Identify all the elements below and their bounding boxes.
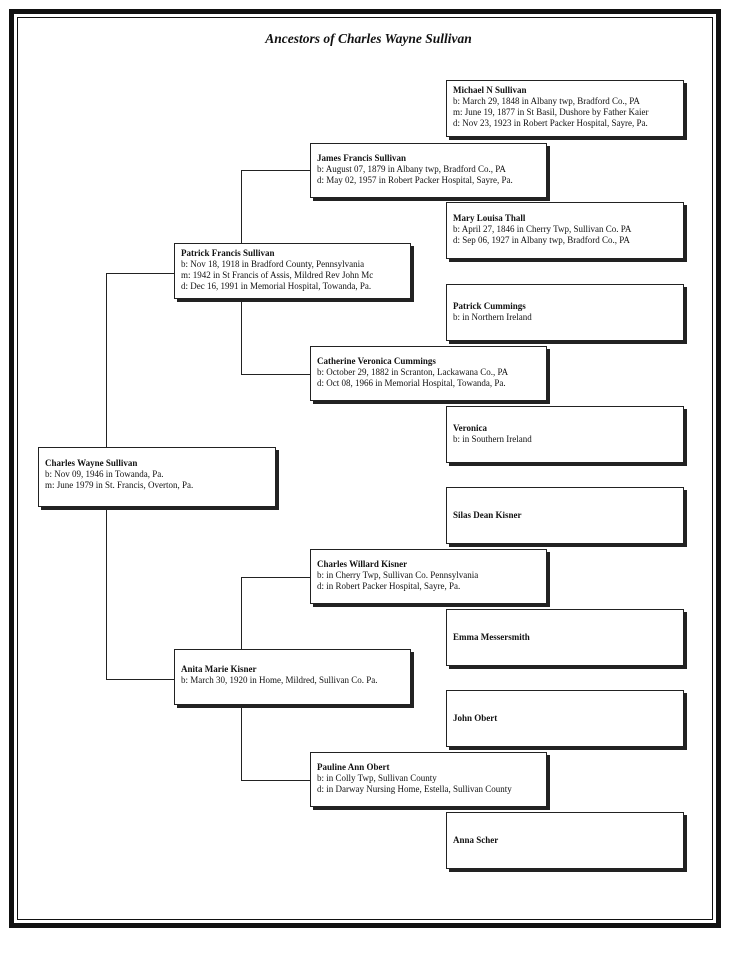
connector xyxy=(241,374,310,375)
person-name: Catherine Veronica Cummings xyxy=(317,356,436,366)
inner-frame xyxy=(17,17,713,920)
chart-title: Ancestors of Charles Wayne Sullivan xyxy=(265,31,472,46)
person-box-emma-messersmith[interactable]: Emma Messersmith xyxy=(446,609,684,666)
person-box-charles-willard-kisner[interactable]: Charles Willard Kisner b: in Cherry Twp,… xyxy=(310,549,547,604)
connector xyxy=(241,577,310,578)
person-name: John Obert xyxy=(453,713,498,723)
person-detail: m: June 1979 in St. Francis, Overton, Pa… xyxy=(45,480,194,490)
person-detail: d: Sep 06, 1927 in Albany twp, Bradford … xyxy=(453,235,630,245)
person-name: Pauline Ann Obert xyxy=(317,762,390,772)
connector xyxy=(106,273,174,274)
person-detail: b: in Cherry Twp, Sullivan Co. Pennsylva… xyxy=(317,570,479,580)
person-detail: m: 1942 in St Francis of Assis, Mildred … xyxy=(181,270,374,280)
person-name: Michael N Sullivan xyxy=(453,85,527,95)
person-name: Anita Marie Kisner xyxy=(181,664,257,674)
person-detail: d: in Darway Nursing Home, Estella, Sull… xyxy=(317,784,512,794)
person-name: James Francis Sullivan xyxy=(317,153,407,163)
person-detail: d: Dec 16, 1991 in Memorial Hospital, To… xyxy=(181,281,372,291)
person-box-pauline-ann-obert[interactable]: Pauline Ann Obert b: in Colly Twp, Sulli… xyxy=(310,752,547,807)
outer-frame xyxy=(9,9,721,928)
person-detail: d: Oct 08, 1966 in Memorial Hospital, To… xyxy=(317,378,506,388)
connector xyxy=(241,780,310,781)
person-detail: b: in Southern Ireland xyxy=(453,434,532,444)
person-box-anita-marie-kisner[interactable]: Anita Marie Kisner b: March 30, 1920 in … xyxy=(174,649,411,705)
person-box-silas-dean-kisner[interactable]: Silas Dean Kisner xyxy=(446,487,684,544)
person-detail: b: in Colly Twp, Sullivan County xyxy=(317,773,437,783)
person-detail: d: Nov 23, 1923 in Robert Packer Hospita… xyxy=(453,118,648,128)
person-detail: b: April 27, 1846 in Cherry Twp, Sulliva… xyxy=(453,224,632,234)
person-box-michael-n-sullivan[interactable]: Michael N Sullivan b: March 29, 1848 in … xyxy=(446,80,684,137)
person-name: Mary Louisa Thall xyxy=(453,213,526,223)
person-detail: b: Nov 18, 1918 in Bradford County, Penn… xyxy=(181,259,365,269)
person-detail: b: March 30, 1920 in Home, Mildred, Sull… xyxy=(181,675,378,685)
person-name: Anna Scher xyxy=(453,835,499,845)
person-box-mary-louisa-thall[interactable]: Mary Louisa Thall b: April 27, 1846 in C… xyxy=(446,202,684,259)
person-name: Veronica xyxy=(453,423,488,433)
person-name: Patrick Cummings xyxy=(453,301,526,311)
person-detail: b: October 29, 1882 in Scranton, Lackawa… xyxy=(317,367,509,377)
person-detail: b: Nov 09, 1946 in Towanda, Pa. xyxy=(45,469,164,479)
person-name: Emma Messersmith xyxy=(453,632,530,642)
person-name: Charles Wayne Sullivan xyxy=(45,458,138,468)
person-box-charles-wayne-sullivan[interactable]: Charles Wayne Sullivan b: Nov 09, 1946 i… xyxy=(38,447,276,507)
person-box-catherine-veronica-cummings[interactable]: Catherine Veronica Cummings b: October 2… xyxy=(310,346,547,401)
person-detail: m: June 19, 1877 in St Basil, Dushore by… xyxy=(453,107,649,117)
person-detail: b: in Northern Ireland xyxy=(453,312,532,322)
person-detail: b: March 29, 1848 in Albany twp, Bradfor… xyxy=(453,96,640,106)
person-box-patrick-cummings[interactable]: Patrick Cummings b: in Northern Ireland xyxy=(446,284,684,341)
person-box-patrick-francis-sullivan[interactable]: Patrick Francis Sullivan b: Nov 18, 1918… xyxy=(174,243,411,299)
person-box-john-obert[interactable]: John Obert xyxy=(446,690,684,747)
person-name: Charles Willard Kisner xyxy=(317,559,408,569)
connector xyxy=(241,170,310,171)
person-detail: d: in Robert Packer Hospital, Sayre, Pa. xyxy=(317,581,461,591)
person-box-james-francis-sullivan[interactable]: James Francis Sullivan b: August 07, 187… xyxy=(310,143,547,198)
connector xyxy=(106,679,174,680)
person-detail: b: August 07, 1879 in Albany twp, Bradfo… xyxy=(317,164,506,174)
person-detail: d: May 02, 1957 in Robert Packer Hospita… xyxy=(317,175,513,185)
person-name: Patrick Francis Sullivan xyxy=(181,248,275,258)
person-name: Silas Dean Kisner xyxy=(453,510,522,520)
person-box-veronica[interactable]: Veronica b: in Southern Ireland xyxy=(446,406,684,463)
person-box-anna-scher[interactable]: Anna Scher xyxy=(446,812,684,869)
